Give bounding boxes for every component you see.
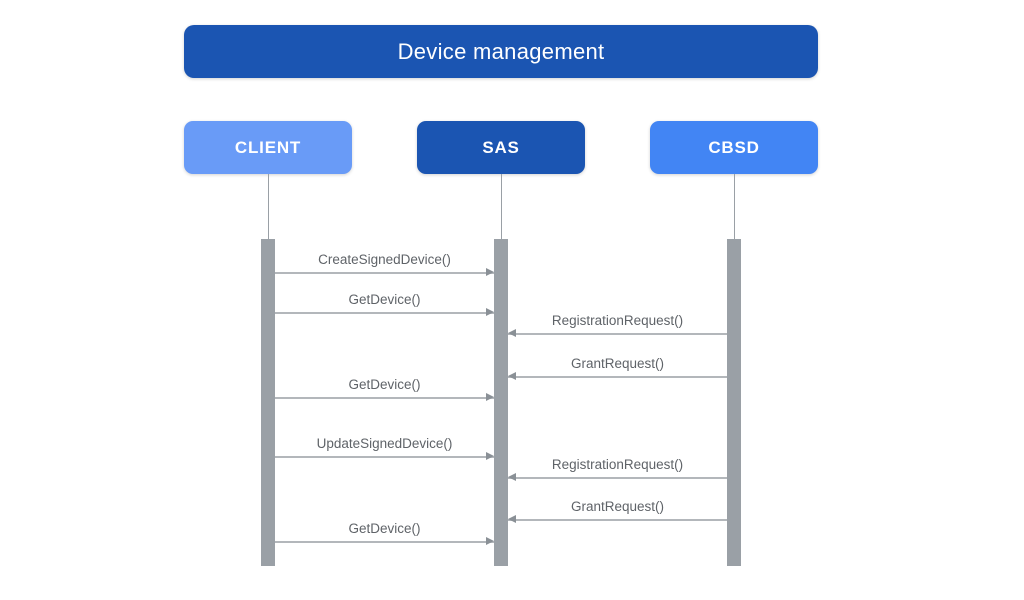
- arrowhead-icon: [486, 308, 494, 317]
- diagram-title: Device management: [184, 25, 818, 78]
- message-label-0: CreateSignedDevice(): [318, 252, 451, 267]
- message-line: [508, 477, 727, 479]
- message-label-8: GetDevice(): [348, 521, 421, 536]
- arrowhead-icon: [508, 329, 516, 338]
- lifeline-client: [267, 174, 269, 239]
- activation-bar-sas: [494, 239, 508, 566]
- message-line: [508, 519, 727, 521]
- actor-box-client: CLIENT: [184, 121, 352, 174]
- diagram-title-label: Device management: [397, 38, 605, 64]
- arrowhead-icon: [486, 452, 494, 461]
- message-label-4: GetDevice(): [348, 377, 421, 392]
- message-line: [275, 541, 494, 543]
- message-label-2: RegistrationRequest(): [551, 313, 684, 328]
- actor-label: CBSD: [708, 137, 760, 157]
- activation-bar-client: [261, 239, 275, 566]
- message-line: [508, 333, 727, 335]
- message-label-7: GrantRequest(): [570, 499, 665, 514]
- message-label-5: UpdateSignedDevice(): [316, 436, 453, 451]
- arrowhead-icon: [508, 473, 516, 482]
- message-line: [275, 397, 494, 399]
- activation-bar-cbsd: [727, 239, 741, 566]
- message-label-1: GetDevice(): [348, 292, 421, 307]
- message-label-3: GrantRequest(): [570, 356, 665, 371]
- arrowhead-icon: [486, 393, 494, 402]
- actor-label: SAS: [482, 137, 520, 157]
- actor-box-sas: SAS: [417, 121, 585, 174]
- message-line: [508, 376, 727, 378]
- message-line: [275, 456, 494, 458]
- message-line: [275, 312, 494, 314]
- message-line: [275, 272, 494, 274]
- lifeline-cbsd: [733, 174, 735, 239]
- actor-box-cbsd: CBSD: [650, 121, 818, 174]
- message-label-6: RegistrationRequest(): [551, 457, 684, 472]
- arrowhead-icon: [486, 268, 494, 277]
- arrowhead-icon: [508, 372, 516, 381]
- lifeline-sas: [500, 174, 502, 239]
- arrowhead-icon: [486, 537, 494, 546]
- actor-label: CLIENT: [234, 137, 302, 157]
- arrowhead-icon: [508, 515, 516, 524]
